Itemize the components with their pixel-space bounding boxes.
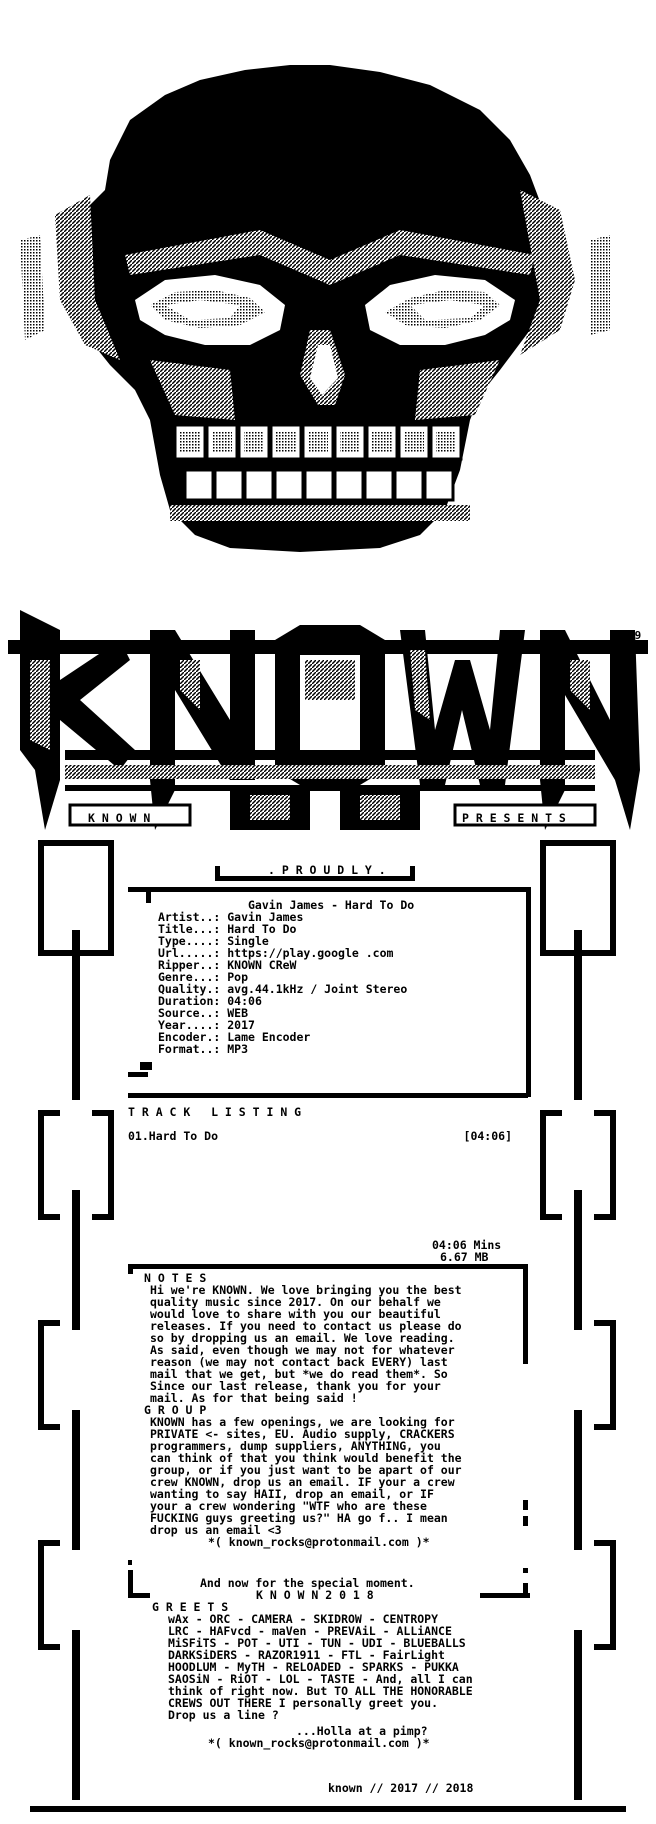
release-field-value: KNOWN CReW bbox=[227, 958, 297, 972]
greets-line: MiSFiTS - POT - UTI - TUN - UDI - BLUEBA… bbox=[168, 1636, 466, 1650]
tracklist-total-size: 6.67 MB bbox=[440, 1250, 489, 1264]
notes-body: Hi we're KNOWN. We love bringing you the… bbox=[150, 1284, 462, 1404]
release-field: Format..: MP3 bbox=[158, 1043, 407, 1055]
release-field: Encoder.: Lame Encoder bbox=[158, 1031, 407, 1043]
known-logo bbox=[8, 610, 648, 830]
logo-label-presents: P R E S E N T S bbox=[462, 811, 566, 825]
notes-line: reason (we may not contact back EVERY) l… bbox=[150, 1355, 448, 1369]
notes-line: quality music since 2017. On our behalf … bbox=[150, 1295, 441, 1309]
notes-line: As said, even though we may not for what… bbox=[150, 1343, 455, 1357]
greets-line: DARKSiDERS - RAZOR1911 - FTL - FairLight bbox=[168, 1648, 445, 1662]
greets-email[interactable]: *( known_rocks@protonmail.com )* bbox=[208, 1736, 430, 1750]
track-name: 01.Hard To Do bbox=[128, 1129, 219, 1143]
greets-line: wAx - ORC - CAMERA - SKIDROW - CENTROPY bbox=[168, 1612, 439, 1626]
release-field: Type....: Single bbox=[158, 935, 407, 947]
release-field-key: Ripper..: bbox=[158, 958, 221, 972]
release-field-value: Hard To Do bbox=[227, 922, 297, 936]
tracklist: 01.Hard To Do [04:06] bbox=[128, 1130, 512, 1142]
release-field-value: WEB bbox=[227, 1006, 249, 1020]
release-field: Title...: Hard To Do bbox=[158, 923, 407, 935]
release-field: Artist..: Gavin James bbox=[158, 911, 407, 923]
special-line: And now for the special moment. bbox=[200, 1576, 415, 1590]
notes-line: Since our last release, thank you for yo… bbox=[150, 1379, 441, 1393]
greets-line: LRC - HAFvcd - maVen - PREVAiL - ALLiANC… bbox=[168, 1624, 452, 1638]
release-field-key: Artist..: bbox=[158, 910, 221, 924]
corner-number: 19 bbox=[628, 629, 642, 642]
footer-credit: known // 2017 // 2018 bbox=[328, 1781, 474, 1795]
notes-line: mail that we get, but *we do read them*.… bbox=[150, 1367, 448, 1381]
release-field: Quality.: avg.44.1kHz / Joint Stereo bbox=[158, 983, 407, 995]
known-2018: K N O W N 2 0 1 8 bbox=[256, 1588, 374, 1602]
logo-label-known: K N O W N bbox=[88, 811, 151, 825]
group-line: FUCKING guys greeting us?" HA go f.. I m… bbox=[150, 1511, 448, 1525]
notes-title: N O T E S bbox=[144, 1271, 207, 1285]
release-field: Ripper..: KNOWN CReW bbox=[158, 959, 407, 971]
release-field-value: 2017 bbox=[227, 1018, 255, 1032]
release-field-value: Gavin James bbox=[227, 910, 304, 924]
release-field: Source..: WEB bbox=[158, 1007, 407, 1019]
group-line: your a crew wondering "WTF who are these bbox=[150, 1499, 427, 1513]
group-line: crew KNOWN, drop us an email. IF your a … bbox=[150, 1475, 455, 1489]
release-field-value: Single bbox=[227, 934, 269, 948]
release-field-value: 04:06 bbox=[227, 994, 262, 1008]
notes-line: Hi we're KNOWN. We love bringing you the… bbox=[150, 1283, 462, 1297]
group-title: G R O U P bbox=[144, 1403, 207, 1417]
release-field-key: Quality.: bbox=[158, 982, 221, 996]
greets-line: CREWS OUT THERE I personally greet you. bbox=[168, 1696, 439, 1710]
release-field-key: Encoder.: bbox=[158, 1030, 221, 1044]
release-heading: Gavin James - Hard To Do bbox=[248, 898, 415, 912]
notes-line: mail. As for that being said ! bbox=[150, 1391, 358, 1405]
group-body: KNOWN has a few openings, we are looking… bbox=[150, 1416, 462, 1536]
notes-line: releases. If you need to contact us plea… bbox=[150, 1319, 462, 1333]
track-time: [04:06] bbox=[463, 1129, 512, 1143]
skull-art bbox=[20, 65, 610, 552]
release-field-key: Duration: bbox=[158, 994, 221, 1008]
release-field-value: avg.44.1kHz / Joint Stereo bbox=[227, 982, 408, 996]
holla-line: ...Holla at a pimp? bbox=[296, 1724, 428, 1738]
release-field-key: Url.....: bbox=[158, 946, 221, 960]
notes-line: so by dropping us an email. We love read… bbox=[150, 1331, 455, 1345]
tracklist-total-time: 04:06 Mins bbox=[432, 1238, 502, 1252]
group-line: PRIVATE <- sites, EU. Audio supply, CRAC… bbox=[150, 1427, 455, 1441]
proudly-heading: . P R O U D L Y . bbox=[268, 863, 386, 877]
release-field-key: Title...: bbox=[158, 922, 221, 936]
release-field-value: Lame Encoder bbox=[227, 1030, 311, 1044]
greets-line: think of right now. But TO ALL THE HONOR… bbox=[168, 1684, 473, 1698]
greets-line: SAOSiN - RiOT - LOL - TASTE - And, all I… bbox=[168, 1672, 473, 1686]
release-field-key: Type....: bbox=[158, 934, 221, 948]
release-field: Duration: 04:06 bbox=[158, 995, 407, 1007]
release-field-value: https://play.google .com bbox=[227, 946, 394, 960]
tracklist-title: T R A C K L I S T I N G bbox=[128, 1105, 302, 1119]
notes-line: would love to share with you our beautif… bbox=[150, 1307, 441, 1321]
group-line: drop us an email <3 bbox=[150, 1523, 282, 1537]
release-field-key: Genre...: bbox=[158, 970, 221, 984]
release-field-key: Year....: bbox=[158, 1018, 221, 1032]
group-line: KNOWN has a few openings, we are looking… bbox=[150, 1415, 455, 1429]
release-field: Year....: 2017 bbox=[158, 1019, 407, 1031]
group-line: group, or if you just want to be apart o… bbox=[150, 1463, 462, 1477]
release-field-key: Source..: bbox=[158, 1006, 221, 1020]
release-field-key: Format..: bbox=[158, 1042, 221, 1056]
release-field-value: Pop bbox=[227, 970, 249, 984]
group-line: wanting to say HAII, drop an email, or I… bbox=[150, 1487, 434, 1501]
release-field: Url.....: https://play.google .com bbox=[158, 947, 407, 959]
group-email[interactable]: *( known_rocks@protonmail.com )* bbox=[208, 1535, 430, 1549]
greets-line: HOODLUM - MyTH - RELOADED - SPARKS - PUK… bbox=[168, 1660, 459, 1674]
release-field-value: MP3 bbox=[227, 1042, 249, 1056]
group-line: can think of that you think would benefi… bbox=[150, 1451, 462, 1465]
track-row: 01.Hard To Do [04:06] bbox=[128, 1130, 512, 1142]
proudly-underline bbox=[215, 876, 415, 881]
release-field: Genre...: Pop bbox=[158, 971, 407, 983]
group-line: programmers, dump suppliers, ANYTHING, y… bbox=[150, 1439, 441, 1453]
greets-title: G R E E T S bbox=[152, 1600, 229, 1614]
greets-line: Drop us a line ? bbox=[168, 1708, 279, 1722]
